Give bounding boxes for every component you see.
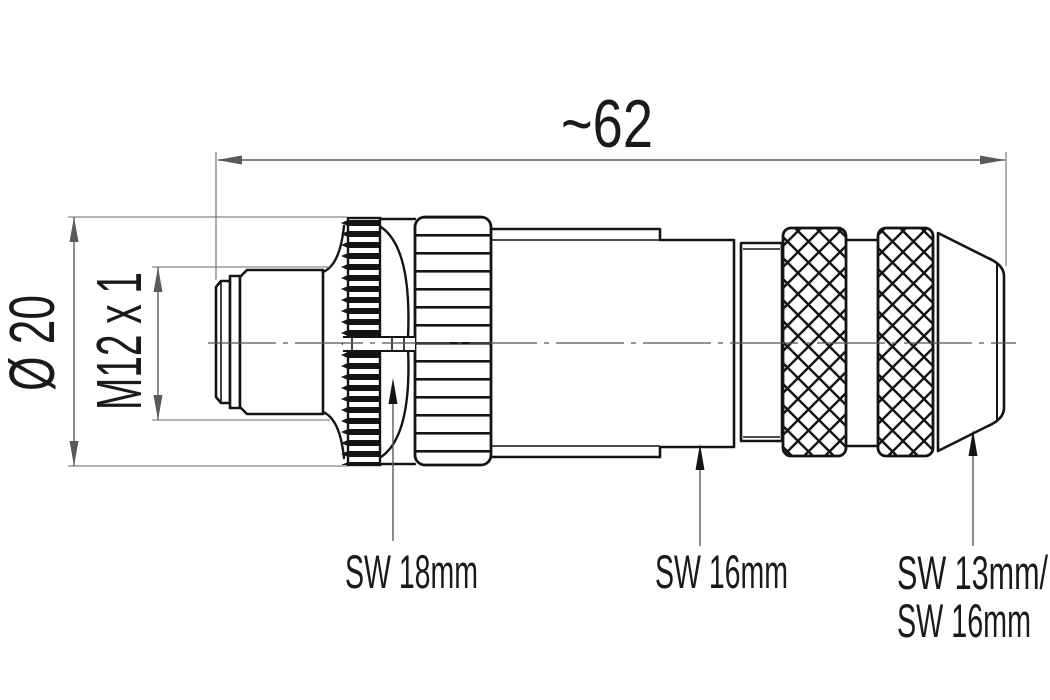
dim-thread-label: M12 x 1 xyxy=(83,272,155,410)
sw13-16-label-line1: SW 13mm/ xyxy=(897,546,1049,599)
rear-knurl xyxy=(876,226,935,458)
dimension-thread: M12 x 1 xyxy=(83,266,330,421)
arrowhead-length-left xyxy=(217,155,242,165)
arrowhead-diameter-bottom xyxy=(69,441,79,466)
leader-arrow-sw16 xyxy=(695,444,705,470)
sw13-16-label-line2: SW 16mm xyxy=(897,594,1031,647)
arrowhead-thread-top xyxy=(153,267,163,292)
sw16-label: SW 16mm xyxy=(655,545,788,598)
hex-nut-arc-bottom xyxy=(379,346,410,459)
front-knurl xyxy=(781,226,848,458)
hex-band xyxy=(343,336,415,352)
m12-thread-section xyxy=(238,268,325,416)
leader-arrow-sw18 xyxy=(388,378,398,404)
dimension-diameter: Ø 20 xyxy=(0,216,347,467)
dim-diameter-label: Ø 20 xyxy=(0,295,68,391)
leader-arrow-sw13-sw16 xyxy=(968,430,978,456)
leader-sw13-sw16: SW 13mm/ SW 16mm xyxy=(897,430,1049,647)
arrowhead-diameter-top xyxy=(69,217,79,242)
leader-sw16: SW 16mm xyxy=(655,444,788,598)
dim-length-label: ~62 xyxy=(561,86,653,162)
arrowhead-length-right xyxy=(980,155,1005,165)
hex-band-bg xyxy=(343,338,415,351)
cable-collar xyxy=(739,241,784,443)
thread-front-ring xyxy=(214,279,232,405)
arrowhead-thread-bottom xyxy=(153,395,163,420)
knurled-sections xyxy=(340,215,935,467)
end-cap xyxy=(936,231,1006,453)
leader-sw18: SW 18mm xyxy=(345,378,478,598)
coupling-ring xyxy=(413,215,493,467)
sw18-label: SW 18mm xyxy=(345,545,478,598)
thread-collar-ring xyxy=(228,274,242,410)
dimension-length: ~62 xyxy=(215,86,1007,280)
hex-nut-arc-top xyxy=(379,225,410,340)
